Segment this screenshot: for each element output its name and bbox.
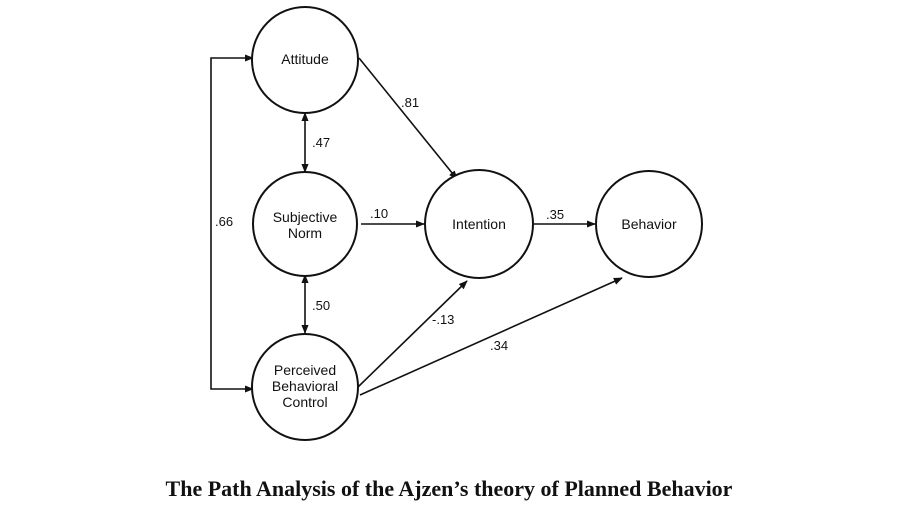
node-attitude: Attitude xyxy=(251,6,359,114)
edge-label: .66 xyxy=(215,214,233,229)
node-label: Intention xyxy=(452,216,506,232)
edge-pbc-intention: -.13 xyxy=(357,280,468,388)
edge-label: .10 xyxy=(370,206,388,221)
node-perceived-behavioral-control: Perceived Behavioral Control xyxy=(251,333,359,441)
edge-label: .50 xyxy=(312,298,330,313)
node-label: Perceived xyxy=(274,362,336,378)
node-subjective-norm: Subjective Norm xyxy=(252,171,358,277)
node-label: Behavior xyxy=(621,216,677,232)
node-label: Norm xyxy=(288,225,322,241)
node-label: Control xyxy=(282,394,327,410)
edge-norm-pbc: .50 xyxy=(301,274,330,334)
edge-label: -.13 xyxy=(432,312,454,327)
node-label: Subjective xyxy=(273,209,338,225)
node-intention: Intention xyxy=(424,169,534,279)
edge-attitude-norm: .47 xyxy=(301,112,330,173)
node-label: Attitude xyxy=(281,51,329,67)
node-label: Behavioral xyxy=(272,378,338,394)
node-behavior: Behavior xyxy=(595,170,703,278)
edge-intention-behavior: .35 xyxy=(534,207,596,228)
edge-label: .35 xyxy=(546,207,564,222)
edge-attitude-pbc: .66 xyxy=(210,54,254,393)
edge-attitude-intention: .81 xyxy=(358,57,458,180)
figure-caption: The Path Analysis of the Ajzen’s theory … xyxy=(165,476,733,501)
edge-pbc-behavior: .34 xyxy=(359,277,623,396)
path-diagram: .81 .47 .50 .66 .10 -.13 .35 .34 Attitud… xyxy=(210,6,703,441)
edge-norm-intention: .10 xyxy=(361,206,425,228)
edge-label: .34 xyxy=(490,338,508,353)
edge-label: .47 xyxy=(312,135,330,150)
edge-label: .81 xyxy=(401,95,419,110)
